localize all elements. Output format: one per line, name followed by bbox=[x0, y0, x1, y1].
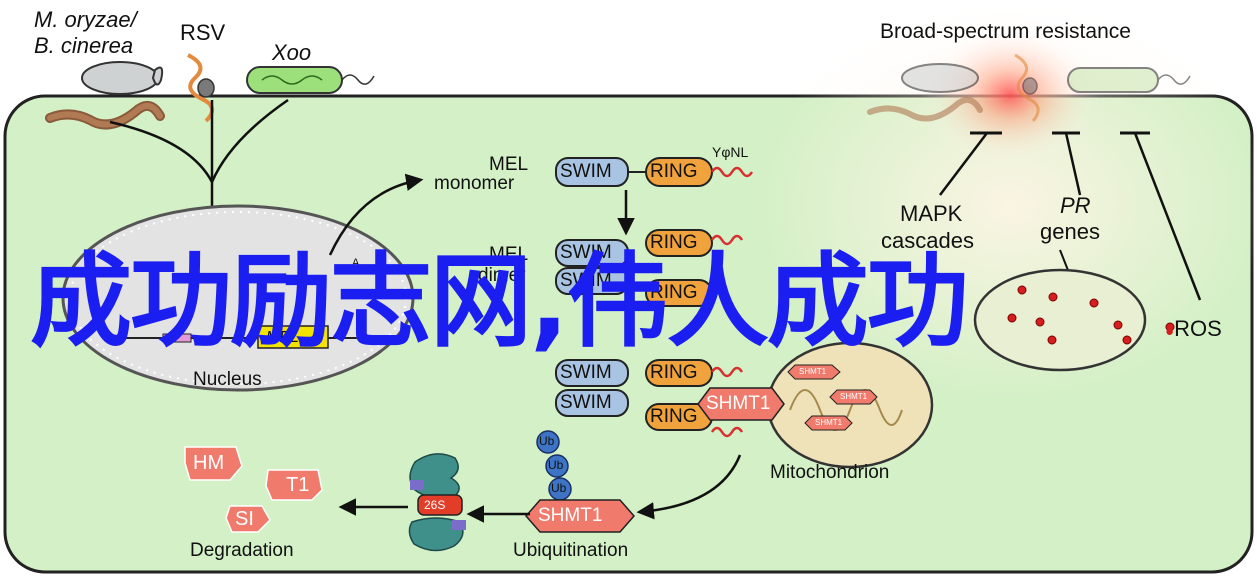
ub-1: Ub bbox=[539, 434, 555, 448]
ros-label: ●ROS bbox=[1165, 316, 1222, 341]
mel-dimer-line1: MEL bbox=[489, 244, 529, 265]
swim-label-3: SWIM bbox=[560, 270, 612, 291]
ub-chain bbox=[536, 430, 572, 501]
mel-rows bbox=[555, 157, 754, 438]
shmt1-small-1: SHMT1 bbox=[799, 367, 827, 376]
fungus-arrow bbox=[109, 120, 214, 183]
shmt1-small-2: SHMT1 bbox=[840, 392, 868, 401]
ubiquitination-label: Ubiquitination bbox=[513, 540, 629, 561]
ring-label-3: RING bbox=[650, 282, 698, 303]
mel-monomer-line2: monomer bbox=[434, 173, 515, 194]
ring-label-2: RING bbox=[650, 232, 698, 253]
shmt1-ub-label: SHMT1 bbox=[538, 505, 603, 526]
proteasome-icon bbox=[408, 453, 466, 552]
ub-3: Ub bbox=[551, 481, 567, 495]
shmt1-small-3: SHMT1 bbox=[815, 418, 843, 427]
motif-label: YφNL bbox=[712, 144, 749, 160]
fragment-3 bbox=[225, 505, 271, 533]
export-arrow bbox=[328, 173, 424, 256]
mel-monomer-line1: MEL bbox=[489, 154, 529, 175]
swim-label-5: SWIM bbox=[560, 392, 612, 413]
fragment-1-label: HM bbox=[193, 452, 225, 474]
pr-label-line2: genes bbox=[1040, 219, 1100, 244]
shmt1-ub-tag bbox=[525, 499, 635, 533]
ub-2: Ub bbox=[548, 458, 564, 472]
fragment-3-label: SI bbox=[235, 508, 254, 530]
ring-label-5: RING bbox=[650, 406, 698, 427]
mel-dimer-top bbox=[555, 229, 744, 267]
xoo-arrow bbox=[210, 98, 289, 183]
resistance-title: Broad-spectrum resistance bbox=[880, 20, 1131, 43]
to-ubiquitination-arrow bbox=[636, 454, 742, 520]
nucleus-label: Nucleus bbox=[193, 369, 262, 390]
mapk-label-line2: cascades bbox=[881, 228, 974, 253]
mapk-label-line1: MAPK bbox=[900, 201, 963, 226]
gene-box bbox=[257, 325, 329, 349]
swim-label-1: SWIM bbox=[560, 161, 612, 182]
ros-dots bbox=[1007, 285, 1175, 345]
mel-dimer-line2: dimer bbox=[478, 265, 526, 286]
mel-pair-4 bbox=[555, 389, 744, 438]
shmt1-mito-label: SHMT1 bbox=[706, 393, 771, 414]
organelle bbox=[973, 268, 1147, 372]
fungus-label-line1: M. oryzae/ bbox=[34, 7, 137, 32]
mel-pair-3 bbox=[555, 359, 744, 387]
resistance-pathogens bbox=[867, 53, 1191, 122]
gene-label: MEL bbox=[266, 329, 299, 346]
ros-text: ROS bbox=[1174, 316, 1222, 341]
mitochondrion-label: Mitochondrion bbox=[770, 462, 890, 483]
ring-label-4: RING bbox=[650, 362, 698, 383]
shmt1-mito-tag bbox=[697, 387, 785, 421]
mel-monomer bbox=[555, 157, 754, 187]
degradation-label: Degradation bbox=[190, 540, 294, 561]
ring-label-1: RING bbox=[650, 161, 698, 182]
mel-dimer-bottom bbox=[555, 267, 713, 307]
resistance-glow-red bbox=[920, 25, 1100, 165]
nucleus-arrow-hint: A bbox=[352, 257, 360, 269]
pr-label-line1: PR bbox=[1060, 193, 1091, 218]
mitochondrion bbox=[766, 341, 934, 469]
swim-label-4: SWIM bbox=[560, 362, 612, 383]
watermark-title: 成功励志网,伟人成功 bbox=[30, 243, 969, 362]
proteasome-label: 26S bbox=[424, 498, 446, 512]
fragment-1 bbox=[184, 446, 243, 481]
fungus-label-line2: B. cinerea bbox=[34, 33, 134, 58]
fragment-2 bbox=[265, 469, 323, 501]
fragment-2-label: T1 bbox=[286, 474, 310, 496]
virus-label: RSV bbox=[180, 20, 226, 45]
bacterium-icon bbox=[246, 66, 375, 94]
bacterium-label: Xoo bbox=[272, 40, 312, 65]
fungus-icon bbox=[45, 61, 165, 130]
swim-label-2: SWIM bbox=[560, 242, 612, 263]
